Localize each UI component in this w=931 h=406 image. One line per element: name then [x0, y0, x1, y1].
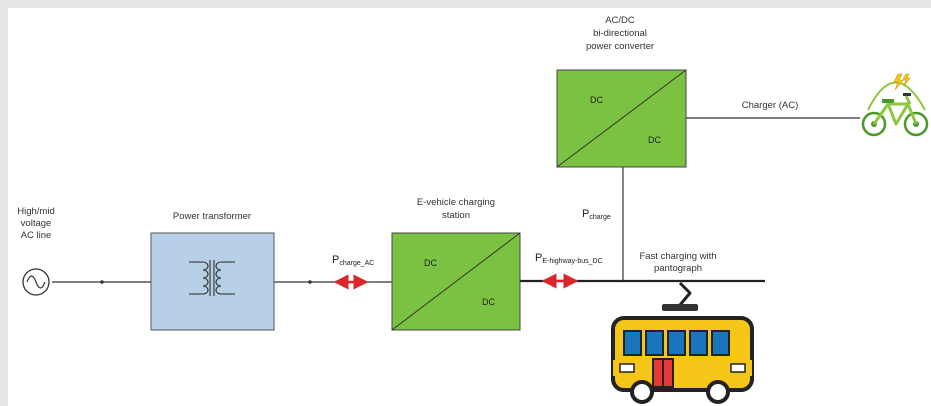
charging-station-diagonal [391, 232, 521, 331]
converter-dc-bottom: DC [648, 135, 661, 145]
svg-text:Fast charging with: Fast charging with [639, 251, 716, 262]
svg-text:power converter: power converter [586, 41, 654, 52]
ebike-icon [861, 73, 929, 137]
svg-text:E-vehicle charging: E-vehicle charging [417, 197, 495, 208]
svg-text:PE-highway-bus_DC: PE-highway-bus_DC [535, 252, 603, 265]
p-ebus-dc-label: PE-highway-bus_DC [535, 252, 603, 265]
power-transformer-box [150, 232, 275, 331]
p-charge-ac-label: Pcharge_AC [332, 254, 374, 267]
converter-title-label: AC/DC bi-directional power converter [586, 15, 654, 52]
svg-text:bi-directional: bi-directional [593, 28, 647, 39]
station-dc-top: DC [424, 258, 437, 268]
transformer-coil-icon [189, 260, 235, 296]
charging-station-label: E-vehicle charging station [417, 197, 495, 221]
diagram-panel [8, 8, 931, 406]
svg-text:High/mid: High/mid [17, 206, 55, 217]
svg-text:pantograph: pantograph [654, 263, 702, 274]
charger-ac-label: Charger (AC) [742, 100, 799, 111]
node-dot [100, 280, 104, 284]
power-transformer-label: Power transformer [173, 211, 251, 222]
fast-charging-label: Fast charging with pantograph [639, 251, 716, 274]
ebus-icon [611, 281, 754, 404]
svg-text:AC line: AC line [21, 230, 52, 241]
svg-text:station: station [442, 210, 470, 221]
ac-line-label: High/mid voltage AC line [17, 206, 55, 241]
converter-dc-top: DC [590, 95, 603, 105]
node-dot [308, 280, 312, 284]
p-charge-label: Pcharge [582, 208, 611, 221]
svg-text:voltage: voltage [21, 218, 52, 229]
svg-text:Pcharge_AC: Pcharge_AC [332, 254, 374, 267]
converter-diagonal [556, 69, 687, 168]
svg-text:AC/DC: AC/DC [605, 15, 635, 26]
ac-source-symbol [22, 268, 50, 296]
station-dc-bottom: DC [482, 297, 495, 307]
